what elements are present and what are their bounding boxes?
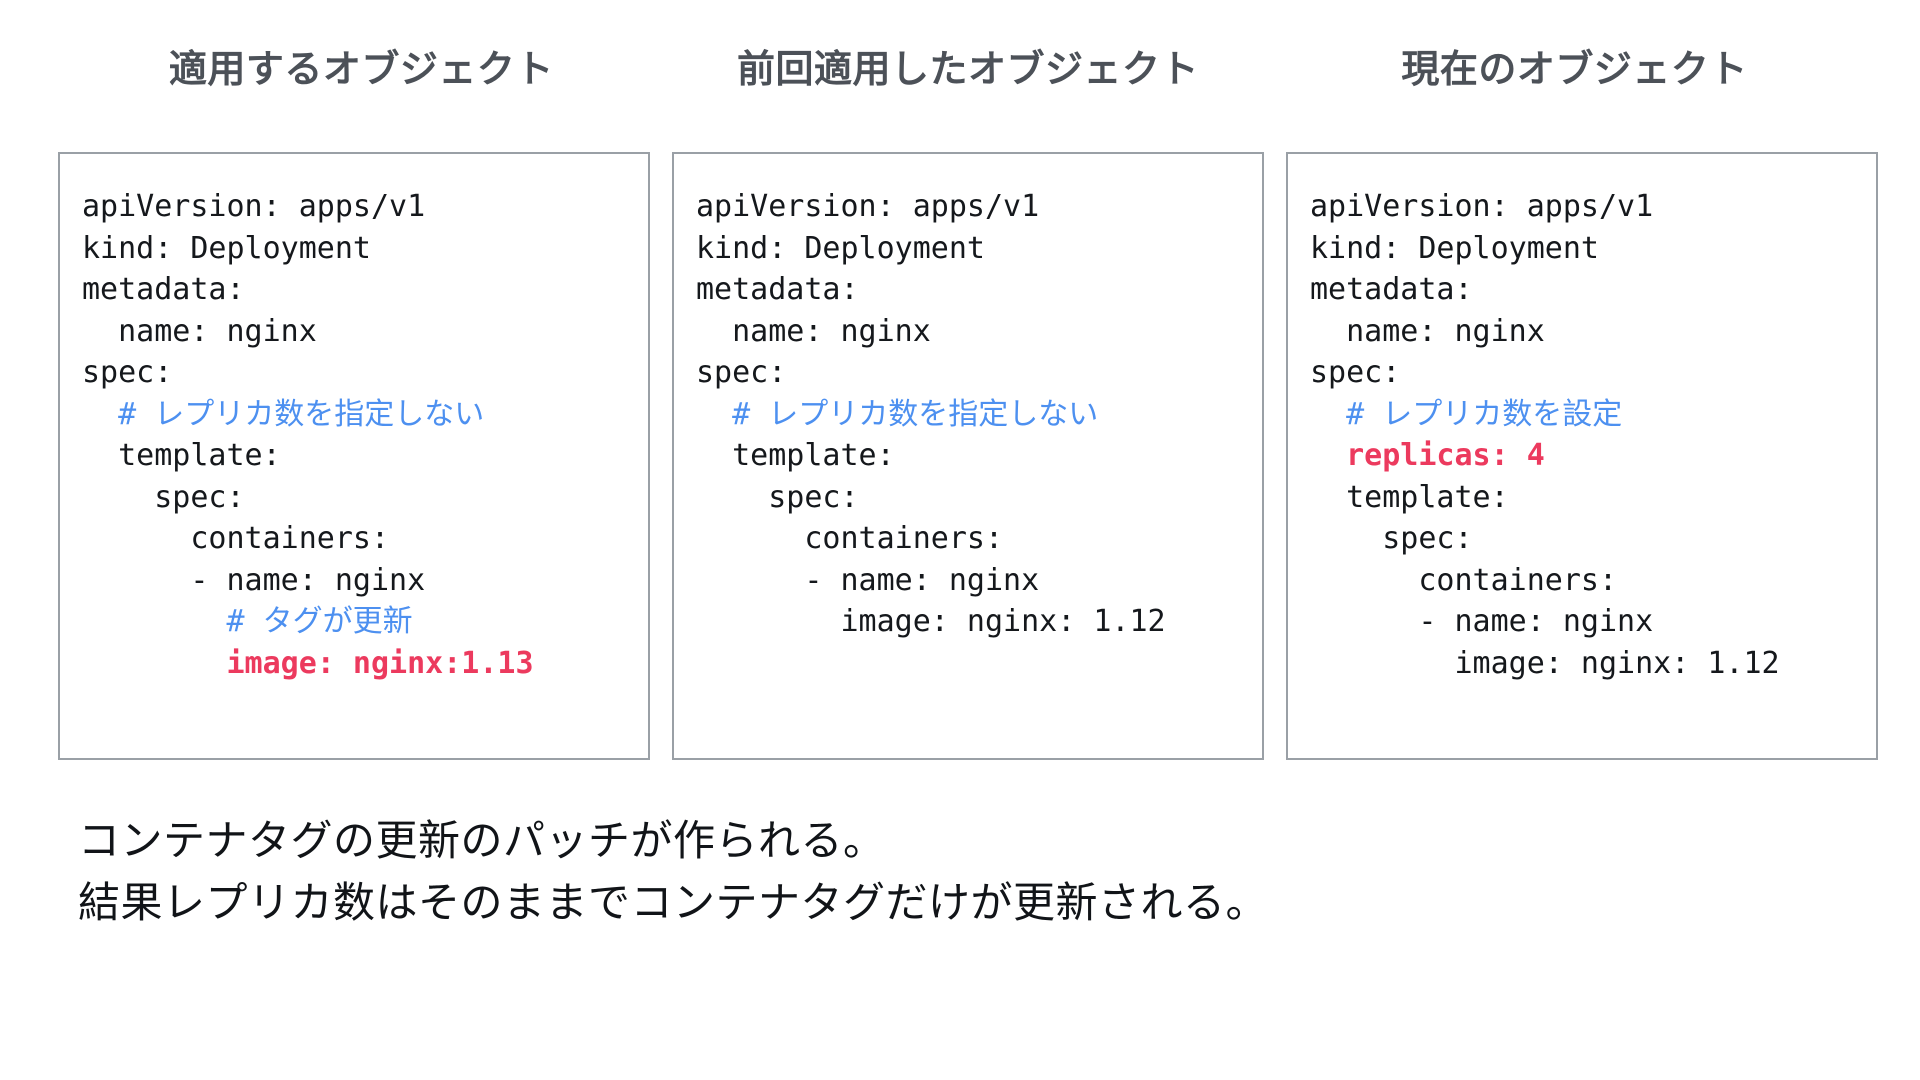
- code-line: image: nginx:1.13: [82, 645, 534, 681]
- code-line: replicas: 4: [1310, 438, 1545, 473]
- code-line: - name: nginx: [1310, 604, 1654, 639]
- code-line: template:: [82, 438, 281, 473]
- code-line: # レプリカ数を指定しない: [696, 396, 1099, 432]
- panel-current-object: apiVersion: apps/v1 kind: Deployment metad…: [1286, 152, 1878, 760]
- code-line: metadata:: [82, 272, 245, 307]
- code-line: name: nginx: [82, 313, 317, 349]
- code-line: image: nginx: 1.12: [696, 604, 1166, 639]
- code-line: - name: nginx: [696, 562, 1040, 598]
- code-line: apiVersion: apps/v1: [82, 189, 426, 224]
- code-line: apiVersion: apps/v1: [1310, 189, 1654, 224]
- code-line: containers:: [1310, 562, 1618, 598]
- code-line: apiVersion: apps/v1: [696, 189, 1040, 224]
- code-line: spec:: [696, 355, 787, 390]
- code-block-apply-object: apiVersion: apps/v1 kind: Deployment metad…: [82, 186, 638, 684]
- code-line: kind: Deployment: [82, 230, 371, 266]
- code-line: kind: Deployment: [1310, 230, 1599, 266]
- code-line: spec:: [82, 479, 245, 515]
- code-line: name: nginx: [696, 313, 931, 349]
- code-line: metadata:: [696, 272, 859, 307]
- code-line: template:: [1310, 479, 1509, 515]
- code-line: # レプリカ数を設定: [1310, 396, 1623, 432]
- code-block-last-applied-object: apiVersion: apps/v1 kind: Deployment metad…: [696, 186, 1252, 643]
- caption-line-1: コンテナタグの更新のパッチが作られる。: [78, 817, 886, 864]
- caption-block: コンテナタグの更新のパッチが作られる。 結果レプリカ数はそのままでコンテナタグだ…: [78, 810, 1838, 934]
- column-header-last-applied: 前回適用したオブジェクト: [737, 49, 1200, 91]
- code-line: spec:: [1310, 355, 1401, 390]
- code-line: spec:: [1310, 521, 1473, 556]
- code-line: # レプリカ数を指定しない: [82, 396, 485, 432]
- column-header-apply: 適用するオブジェクト: [168, 49, 554, 91]
- column-header-current: 現在のオブジェクト: [1401, 49, 1748, 91]
- object-panels: apiVersion: apps/v1 kind: Deployment metad…: [58, 152, 1878, 760]
- code-block-current-object: apiVersion: apps/v1 kind: Deployment metad…: [1310, 186, 1866, 684]
- code-line: metadata:: [1310, 272, 1473, 307]
- panel-last-applied-object: apiVersion: apps/v1 kind: Deployment metad…: [672, 152, 1264, 760]
- code-line: name: nginx: [1310, 313, 1545, 349]
- code-line: containers:: [696, 521, 1004, 556]
- code-line: spec:: [696, 479, 859, 515]
- caption-line-2: 結果レプリカ数はそのままでコンテナタグだけが更新される。: [78, 879, 1269, 926]
- code-line: # タグが更新: [82, 604, 413, 639]
- code-line: image: nginx: 1.12: [1310, 645, 1780, 681]
- code-line: template:: [696, 438, 895, 473]
- panel-apply-object: apiVersion: apps/v1 kind: Deployment metad…: [58, 152, 650, 760]
- code-line: spec:: [82, 355, 173, 390]
- code-line: - name: nginx: [82, 562, 426, 598]
- code-line: containers:: [82, 521, 390, 556]
- code-line: kind: Deployment: [696, 230, 985, 266]
- column-headers: 適用するオブジェクト 前回適用したオブジェクト 現在のオブジェクト: [58, 48, 1878, 94]
